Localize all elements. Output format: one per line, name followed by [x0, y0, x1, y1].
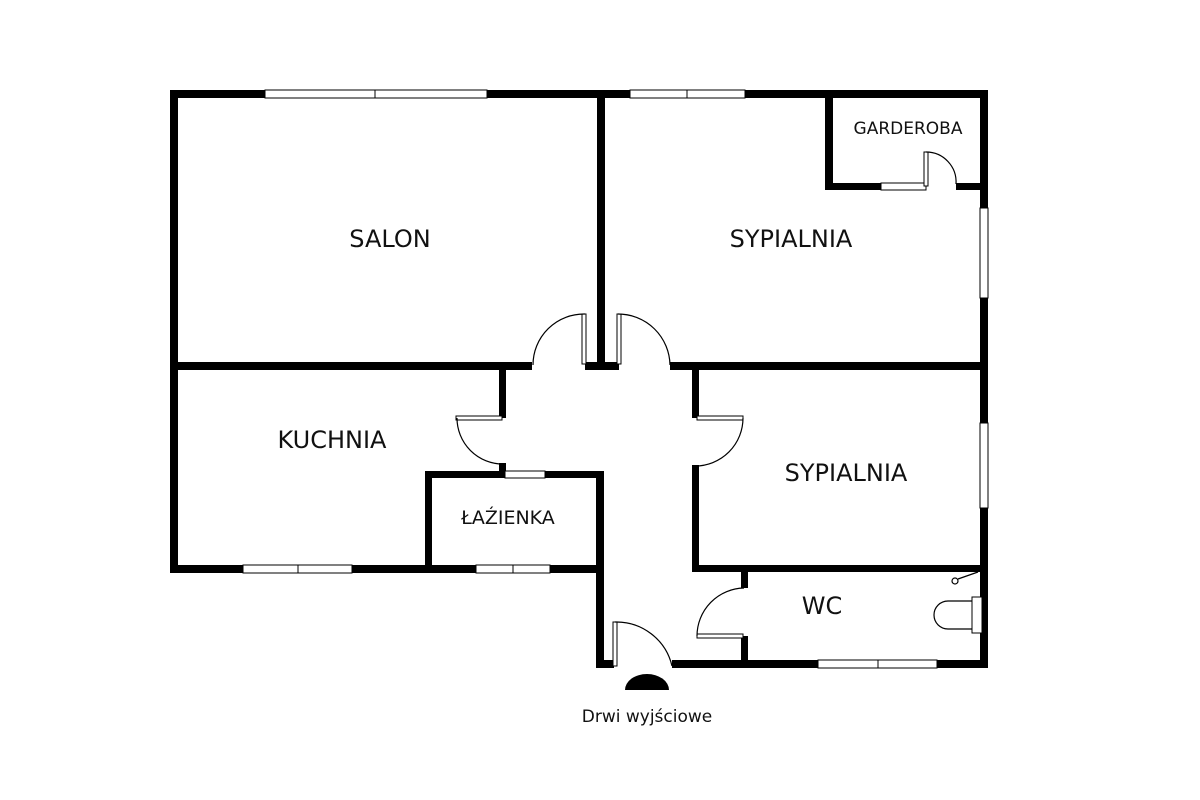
toilet-icon: [933, 571, 983, 634]
room-label-wc: WC: [802, 592, 843, 620]
room-label-sypialnia-1: SYPIALNIA: [730, 225, 853, 253]
entrance-label: Drwi wyjściowe: [582, 707, 713, 727]
entrance-mat-icon: [625, 674, 669, 690]
room-label-kuchnia: KUCHNIA: [278, 426, 387, 454]
windows: [242, 89, 989, 669]
doors: [455, 151, 957, 667]
room-label-garderoba: GARDEROBA: [854, 119, 963, 139]
room-label-salon: SALON: [349, 225, 430, 253]
room-label-lazienka: ŁAŹIENKA: [460, 506, 555, 529]
walls: [170, 90, 988, 668]
room-label-sypialnia-2: SYPIALNIA: [785, 459, 908, 487]
